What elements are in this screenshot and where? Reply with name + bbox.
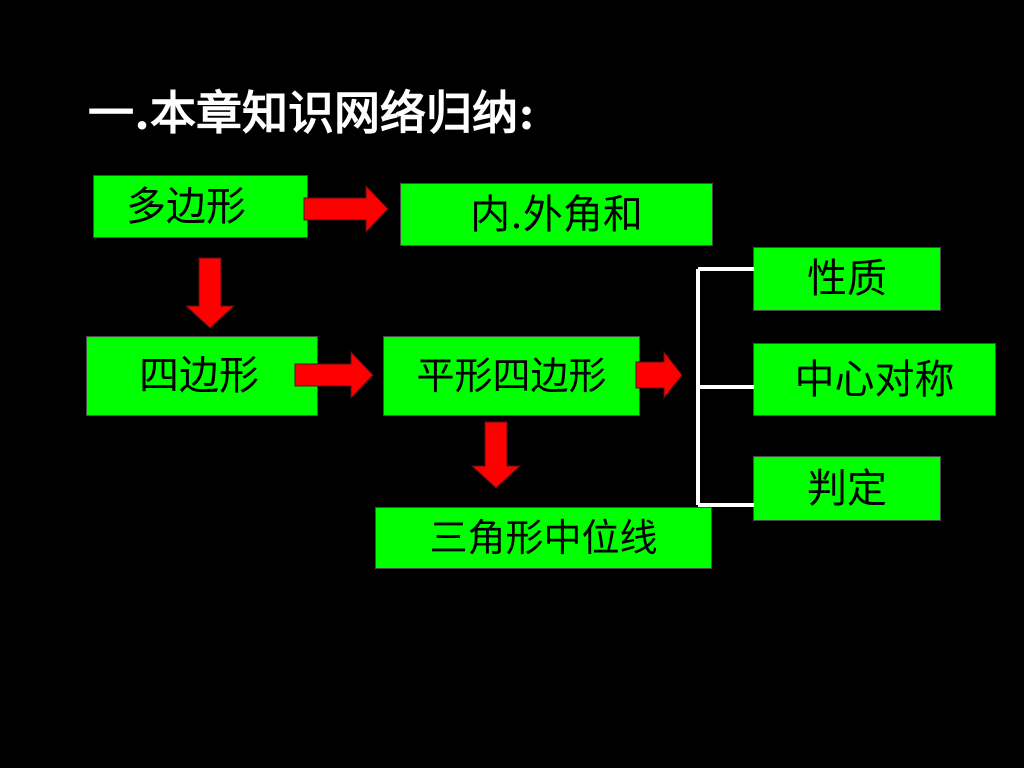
node-central-symmetry: 中心对称 — [753, 343, 996, 416]
node-angle-sum: 内.外角和 — [400, 183, 713, 246]
node-triangle-midline: 三角形中位线 — [375, 507, 712, 569]
right-arrow-icon — [294, 350, 374, 400]
right-arrow-icon — [303, 184, 389, 234]
down-arrow-icon — [184, 257, 236, 329]
right-arrow-icon — [635, 350, 683, 400]
node-judgement: 判定 — [753, 456, 941, 521]
node-quadrilateral: 四边形 — [86, 336, 318, 416]
node-property: 性质 — [753, 247, 941, 311]
node-polygon: 多边形 — [93, 175, 308, 238]
down-arrow-icon — [470, 421, 522, 489]
branch-bracket — [696, 267, 754, 507]
node-parallelogram: 平形四边形 — [383, 336, 640, 416]
slide-title: 一.本章知识网络归纳: — [88, 86, 535, 140]
